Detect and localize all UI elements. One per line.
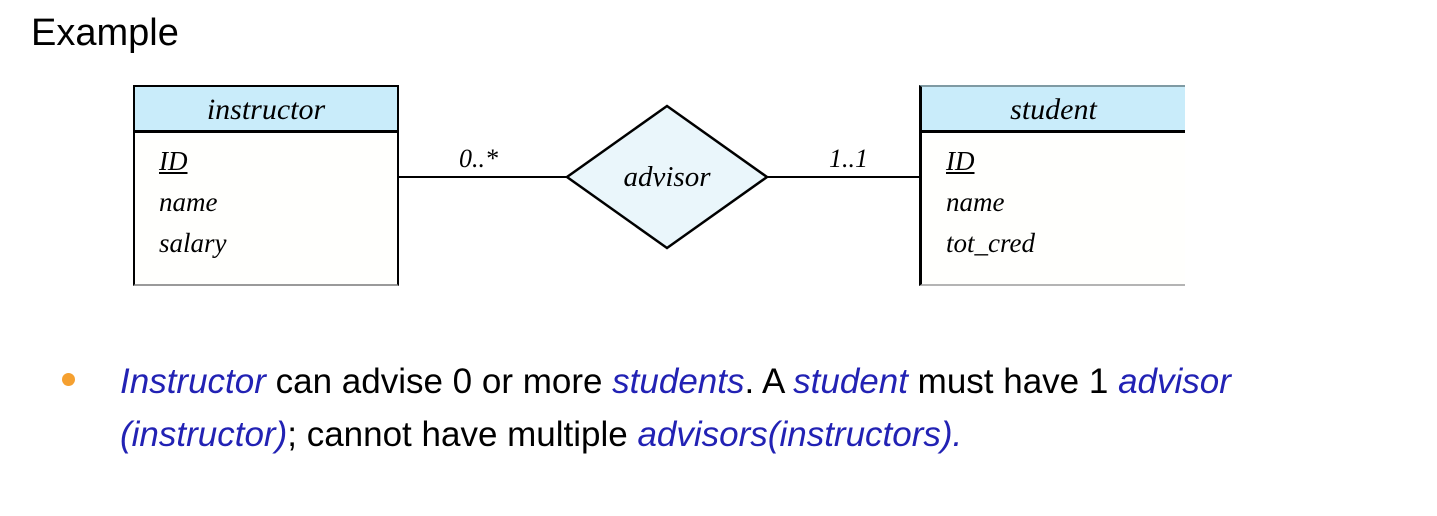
entity-box-instructor[interactable]: instructor ID name salary xyxy=(133,85,399,286)
bullet-text-run-0: Instructor xyxy=(120,362,266,401)
page-title: Example xyxy=(31,12,179,54)
connector-line-advisor-student xyxy=(766,176,921,178)
cardinality-label-left: 0..* xyxy=(459,144,498,173)
bullet-text-run-4: student xyxy=(793,362,908,401)
bullet-text-run-6: advisor (instructor) xyxy=(120,362,1231,454)
bullet-text-run-8: advisors(instructors). xyxy=(637,415,963,454)
bullet-text-run-1: can advise 0 or more xyxy=(265,362,613,401)
attribute-instructor-name: name xyxy=(159,187,218,217)
attribute-student-id: ID xyxy=(946,146,975,176)
bullet-list: Instructor can advise 0 or more students… xyxy=(55,355,1385,461)
attribute-student-tot-cred: tot_cred xyxy=(946,228,1035,258)
er-diagram: instructor ID name salary 0..* advisor 1… xyxy=(133,85,1185,286)
attribute-student-name: name xyxy=(946,187,1005,217)
bullet-text-run-7: ; cannot have multiple xyxy=(287,415,638,454)
attribute-instructor-id: ID xyxy=(159,146,188,176)
entity-box-student[interactable]: student ID name tot_cred xyxy=(919,85,1185,286)
diamond-shape-icon xyxy=(565,104,769,250)
relationship-diamond-advisor[interactable]: advisor xyxy=(565,104,769,250)
cardinality-label-right: 1..1 xyxy=(829,144,868,173)
attribute-instructor-salary: salary xyxy=(159,228,227,258)
entity-title-instructor: instructor xyxy=(135,87,397,133)
bullet-item-description: Instructor can advise 0 or more students… xyxy=(120,355,1385,461)
entity-attributes-student: ID name tot_cred xyxy=(922,133,1185,270)
connector-line-instructor-advisor xyxy=(398,176,568,178)
bullet-text-run-2: students xyxy=(612,362,745,401)
entity-title-student: student xyxy=(922,87,1185,133)
relationship-label-advisor: advisor xyxy=(623,160,711,193)
bullet-text-run-5: must have 1 xyxy=(907,362,1119,401)
bullet-text-run-3: . A xyxy=(744,362,794,401)
entity-attributes-instructor: ID name salary xyxy=(135,133,397,270)
bullet-marker-icon xyxy=(62,373,75,386)
